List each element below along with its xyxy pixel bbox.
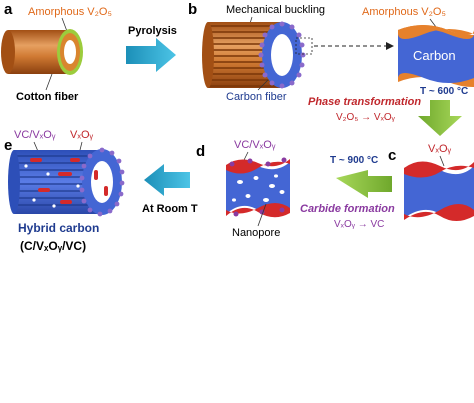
zoom-coating-pointer: [429, 18, 437, 28]
panel-e-oxide-label: VₓOᵧ: [70, 129, 94, 141]
cooling-label: At Room T: [142, 203, 198, 215]
hybrid-carbon-fiber: [8, 147, 125, 217]
panel-c: c VₓOᵧ: [388, 143, 474, 221]
nanopore-pointer: [257, 203, 267, 227]
panel-b-coating-label: Amorphous V₂O₅: [362, 6, 446, 18]
phase-transformation-temp: T ~ 600 °C: [420, 86, 468, 97]
panel-b-buckling-label: Mechanical buckling: [226, 4, 325, 16]
cooling-step: At Room T: [142, 164, 198, 215]
carbon-fiber-pointer: [257, 79, 269, 91]
panel-b-letter: b: [188, 1, 197, 18]
panel-e: e VC/VₓOᵧ VₓOᵧ: [4, 129, 125, 253]
carbide-formation-title: Carbide formation: [300, 203, 395, 215]
panel-e-letter: e: [4, 137, 12, 154]
cooling-arrow: [144, 164, 190, 196]
panel-b: b Mechanical buckling: [188, 1, 474, 103]
panel-c-oxide-label: VₓOᵧ: [428, 143, 452, 155]
porous-carbon-slab: [226, 157, 290, 218]
zoom-arrowhead: [386, 42, 394, 50]
panel-a-coating-label: Amorphous V₂O₅: [28, 6, 112, 18]
carbide-formation-arrow: [336, 170, 392, 198]
pyrolysis-step: Pyrolysis: [126, 25, 177, 72]
panel-a-letter: a: [4, 1, 13, 18]
phase-transformation-title: Phase transformation: [308, 96, 421, 108]
zoom-box: [295, 37, 313, 55]
panel-a: a Amorphous V₂O₅ Cotton fiber: [1, 1, 112, 103]
panel-c-letter: c: [388, 147, 396, 164]
carbide-formation-reaction: VₓOᵧ → VC: [334, 219, 384, 230]
panel-d: d VC/VₓOᵧ Nanopore: [196, 139, 290, 239]
zoomed-carbon-slab: [398, 25, 474, 87]
phase-transformation-arrow: [418, 100, 462, 136]
phase-transformation-reaction: V₂O₅ → VₓOᵧ: [336, 112, 396, 123]
phase-transformation-step: Phase transformation T ~ 600 °C V₂O₅ → V…: [308, 86, 468, 136]
fiber-pointer: [45, 73, 53, 91]
buckled-carbon-fiber: [202, 21, 306, 89]
panel-d-letter: d: [196, 143, 205, 160]
carbide-formation-step: T ~ 900 °C Carbide formation VₓOᵧ → VC: [300, 155, 395, 230]
panel-e-vc-label: VC/VₓOᵧ: [14, 129, 56, 141]
panel-e-product-label: Hybrid carbon: [18, 221, 99, 235]
oxide-coated-slab: [404, 161, 474, 221]
oxide-pointer: [439, 155, 445, 167]
pyrolysis-arrow: [126, 38, 176, 72]
panel-b-fiber-label: Carbon fiber: [226, 91, 287, 103]
panel-d-vc-label: VC/VₓOᵧ: [234, 139, 276, 151]
pyrolysis-label: Pyrolysis: [128, 25, 177, 37]
panel-a-fiber-label: Cotton fiber: [16, 91, 79, 103]
panel-e-product-formula: (C/VₓOᵧ/VC): [20, 239, 86, 253]
carbide-formation-temp: T ~ 900 °C: [330, 155, 378, 166]
panel-d-nanopore-label: Nanopore: [232, 227, 280, 239]
panel-b-core-label: Carbon: [413, 48, 456, 63]
cotton-fiber-tube: [1, 29, 83, 75]
